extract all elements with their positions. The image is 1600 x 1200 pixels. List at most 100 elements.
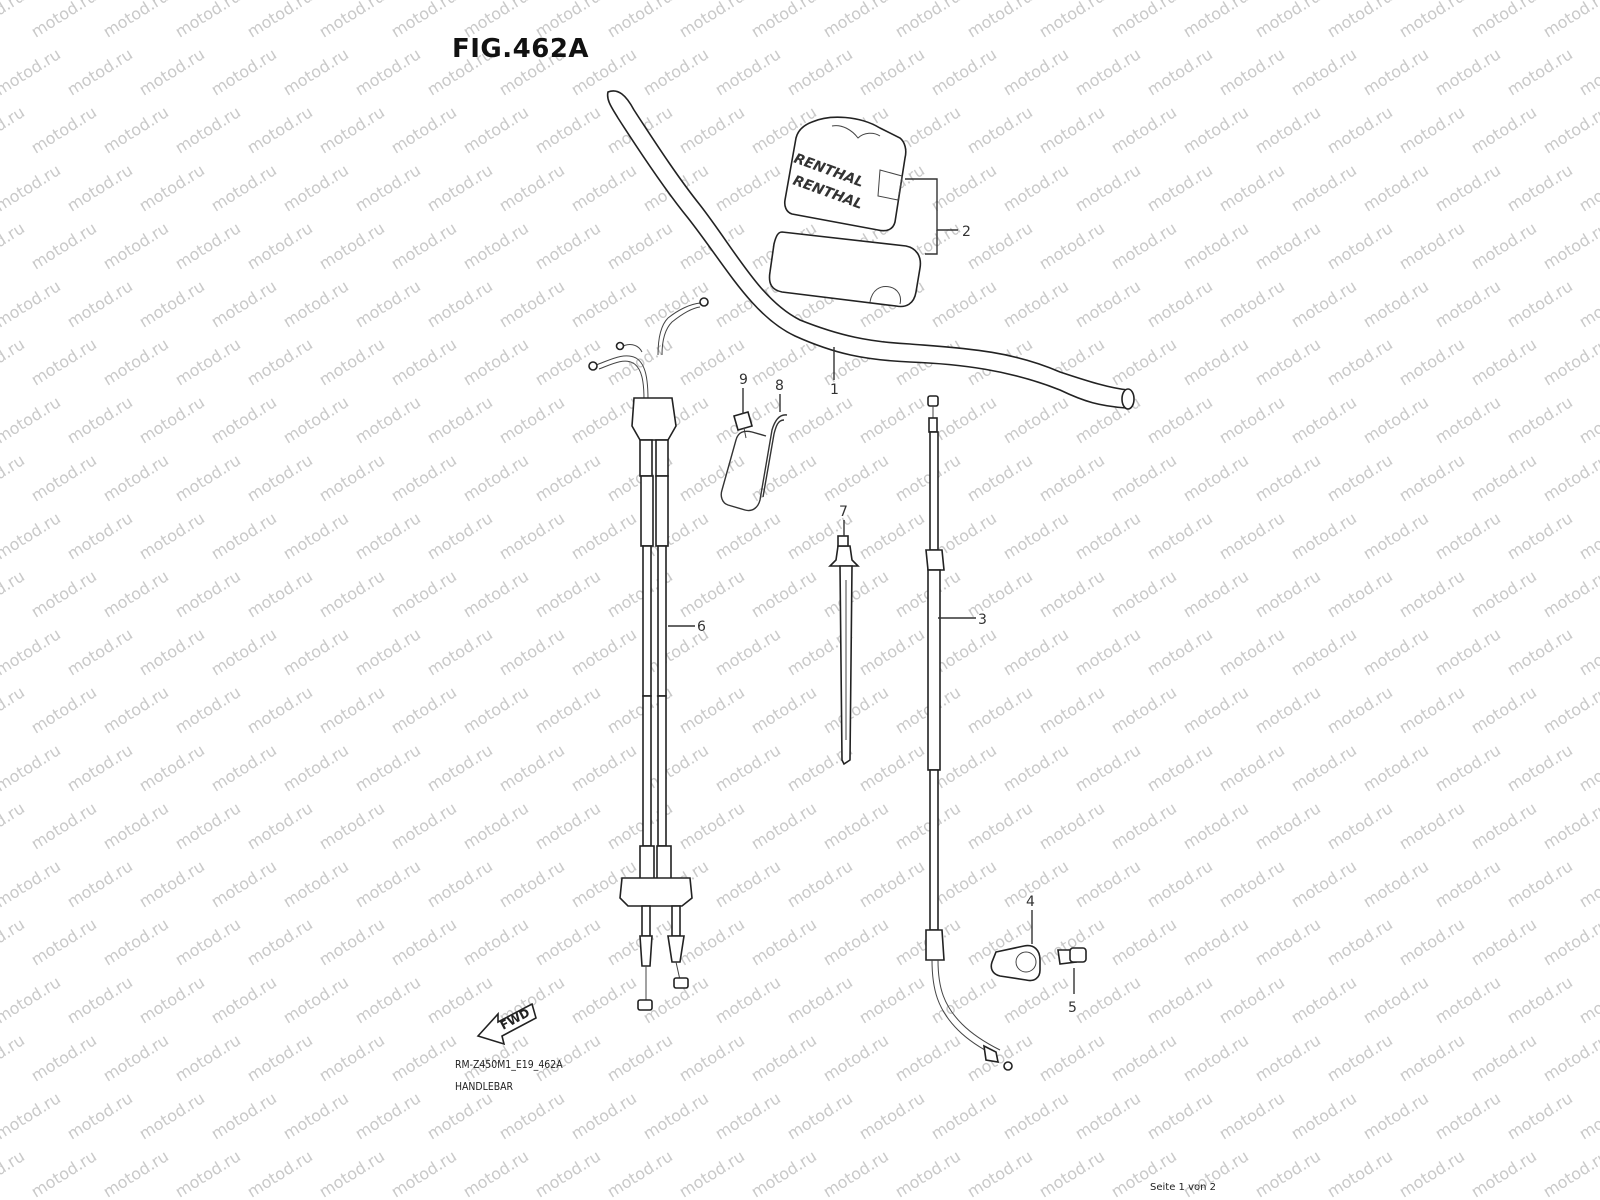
watermark-text: motod.ru (856, 856, 928, 911)
watermark-text: motod.ru (964, 0, 1036, 41)
watermark-text: motod.ru (964, 682, 1036, 737)
watermark-text: motod.ru (748, 450, 820, 505)
watermark-text: motod.ru (1360, 624, 1432, 679)
watermark-text: motod.ru (1036, 450, 1108, 505)
watermark-text: motod.ru (172, 1030, 244, 1085)
callout-4: 4 (1026, 894, 1035, 910)
watermark-text: motod.ru (1540, 1030, 1600, 1085)
watermark-text: motod.ru (712, 972, 784, 1027)
watermark-text: motod.ru (1180, 914, 1252, 969)
watermark-text: motod.ru (892, 1146, 964, 1200)
watermark-text: motod.ru (1144, 972, 1216, 1027)
watermark-text: motod.ru (1216, 740, 1288, 795)
watermark-text: motod.ru (568, 740, 640, 795)
watermark-text: motod.ru (568, 392, 640, 447)
watermark-text: motod.ru (892, 0, 964, 41)
watermark-text: motod.ru (496, 624, 568, 679)
watermark-text: motod.ru (244, 450, 316, 505)
clutch-cable (925, 395, 1013, 1071)
watermark-text: motod.ru (784, 392, 856, 447)
watermark-text: motod.ru (1576, 1088, 1600, 1143)
watermark-text: motod.ru (100, 218, 172, 273)
watermark-text: motod.ru (352, 276, 424, 331)
watermark-text: motod.ru (1288, 972, 1360, 1027)
watermark-text: motod.ru (640, 44, 712, 99)
watermark-text: motod.ru (28, 0, 100, 41)
watermark-text: motod.ru (460, 566, 532, 621)
watermark-text: motod.ru (712, 856, 784, 911)
watermark-text: motod.ru (244, 334, 316, 389)
watermark-text: motod.ru (604, 218, 676, 273)
watermark-text: motod.ru (1360, 276, 1432, 331)
watermark-text: motod.ru (1000, 276, 1072, 331)
watermark-text: motod.ru (1144, 624, 1216, 679)
watermark-text: motod.ru (1576, 160, 1600, 215)
watermark-text: motod.ru (1468, 334, 1540, 389)
watermark-text: motod.ru (100, 914, 172, 969)
watermark-text: motod.ru (1036, 0, 1108, 41)
watermark-text: motod.ru (1144, 740, 1216, 795)
watermark-text: motod.ru (1000, 740, 1072, 795)
watermark-text: motod.ru (1396, 102, 1468, 157)
watermark-text: motod.ru (1504, 160, 1576, 215)
watermark-text: motod.ru (316, 450, 388, 505)
watermark-text: motod.ru (1252, 682, 1324, 737)
watermark-text: motod.ru (640, 1088, 712, 1143)
watermark-text: motod.ru (28, 1146, 100, 1200)
watermark-text: motod.ru (460, 102, 532, 157)
watermark-text: motod.ru (1432, 740, 1504, 795)
watermark-text: motod.ru (1360, 856, 1432, 911)
watermark-text: motod.ru (352, 856, 424, 911)
watermark-text: motod.ru (532, 566, 604, 621)
watermark-text: motod.ru (424, 276, 496, 331)
watermark-text: motod.ru (928, 160, 1000, 215)
watermark-text: motod.ru (1540, 914, 1600, 969)
watermark-text: motod.ru (1144, 160, 1216, 215)
watermark-text: motod.ru (748, 1030, 820, 1085)
watermark-text: motod.ru (784, 972, 856, 1027)
watermark-text: motod.ru (748, 682, 820, 737)
watermark-text: motod.ru (820, 682, 892, 737)
watermark-text: motod.ru (1360, 508, 1432, 563)
watermark-text: motod.ru (676, 798, 748, 853)
watermark-text: motod.ru (1288, 392, 1360, 447)
watermark-text: motod.ru (136, 624, 208, 679)
watermark-text: motod.ru (28, 102, 100, 157)
watermark-text: motod.ru (1432, 972, 1504, 1027)
watermark-text: motod.ru (676, 682, 748, 737)
watermark-text: motod.ru (1036, 102, 1108, 157)
watermark-text: motod.ru (1432, 1088, 1504, 1143)
watermark-text: motod.ru (136, 972, 208, 1027)
watermark-text: motod.ru (1576, 856, 1600, 911)
watermark-text: motod.ru (1468, 102, 1540, 157)
watermark-text: motod.ru (1504, 740, 1576, 795)
watermark-text: motod.ru (64, 624, 136, 679)
watermark-text: motod.ru (712, 1088, 784, 1143)
watermark-text: motod.ru (244, 1146, 316, 1200)
watermark-text: motod.ru (280, 160, 352, 215)
watermark-text: motod.ru (856, 1088, 928, 1143)
watermark-text: motod.ru (856, 44, 928, 99)
watermark-text: motod.ru (208, 44, 280, 99)
watermark-text: motod.ru (172, 450, 244, 505)
watermark-text: motod.ru (172, 682, 244, 737)
watermark-text: motod.ru (1216, 508, 1288, 563)
watermark-text: motod.ru (856, 740, 928, 795)
watermark-text: motod.ru (172, 798, 244, 853)
watermark-text: motod.ru (820, 1146, 892, 1200)
watermark-text: motod.ru (568, 1088, 640, 1143)
watermark-text: motod.ru (0, 44, 64, 99)
watermark-text: motod.ru (676, 1146, 748, 1200)
watermark-text: motod.ru (208, 1088, 280, 1143)
watermark-text: motod.ru (1468, 450, 1540, 505)
watermark-text: motod.ru (1540, 1146, 1600, 1200)
watermark-text: motod.ru (0, 508, 64, 563)
watermark-text: motod.ru (856, 392, 928, 447)
watermark-text: motod.ru (892, 798, 964, 853)
watermark-text: motod.ru (388, 1030, 460, 1085)
watermark-text: motod.ru (1432, 392, 1504, 447)
watermark-text: motod.ru (100, 1030, 172, 1085)
watermark-text: motod.ru (64, 392, 136, 447)
watermark-text: motod.ru (568, 972, 640, 1027)
watermark-text: motod.ru (0, 334, 28, 389)
